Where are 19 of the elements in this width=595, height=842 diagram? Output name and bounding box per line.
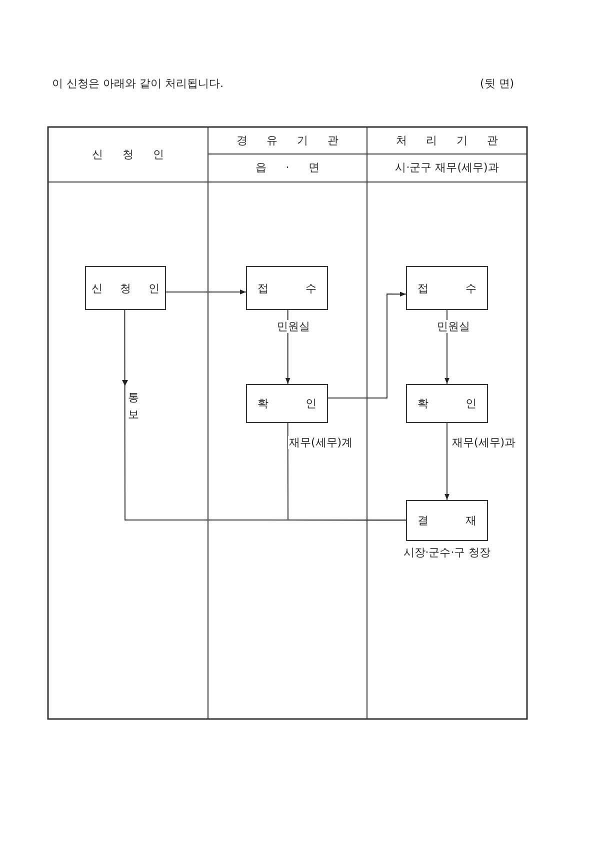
process-box: 접 수 — [406, 266, 488, 310]
process-box: 확 인 — [406, 384, 488, 423]
column-header: 읍 · 면 — [254, 161, 321, 174]
process-box: 결 재 — [406, 500, 488, 541]
edge-label: 통보 — [127, 390, 140, 423]
process-box: 확 인 — [246, 384, 328, 423]
edge-label: 재무(세무)계 — [288, 436, 354, 449]
node-label: 시장·군수·구 청장 — [402, 546, 492, 559]
process-box: 접 수 — [246, 266, 328, 310]
column-header: 처 리 기 관 — [394, 134, 500, 147]
column-header: 신 청 인 — [91, 148, 165, 161]
page-side-label: (뒷 면) — [480, 77, 514, 90]
edge-label: 민원실 — [436, 320, 471, 333]
edge-label: 재무(세무)과 — [451, 436, 517, 449]
process-box: 신 청 인 — [85, 266, 166, 310]
heading: 이 신청은 아래와 같이 처리됩니다. — [52, 77, 224, 90]
column-header: 시·군구 재무(세무)과 — [394, 161, 500, 174]
edge-label: 민원실 — [276, 320, 311, 333]
column-header: 경 유 기 관 — [235, 134, 340, 147]
